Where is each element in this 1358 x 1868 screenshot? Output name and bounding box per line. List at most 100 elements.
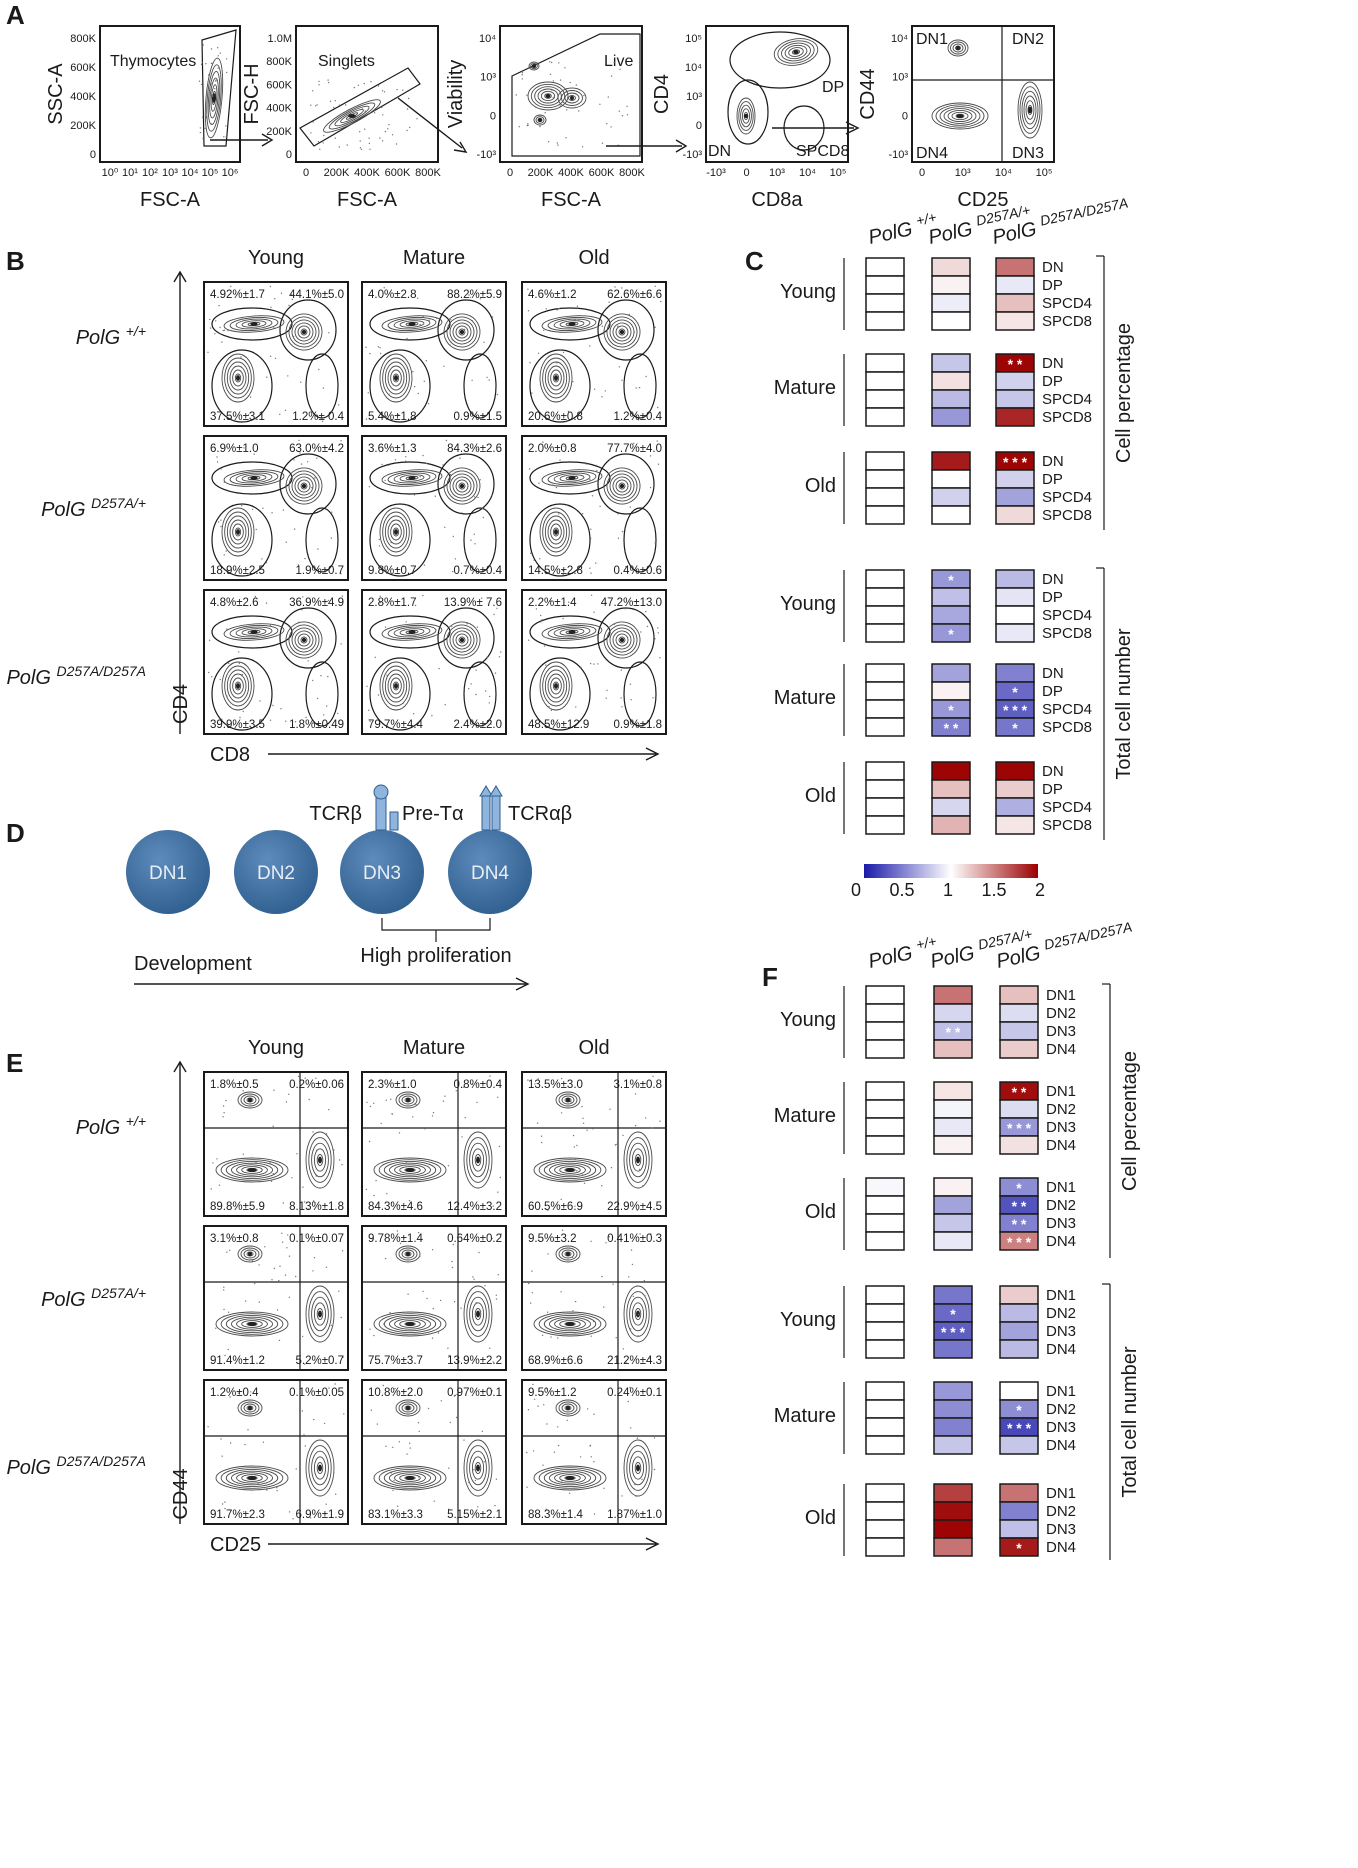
event-dot xyxy=(368,486,371,488)
event-dot xyxy=(649,1357,651,1360)
event-dot xyxy=(269,1162,271,1164)
panel-f-cell-hom xyxy=(999,1003,1039,1023)
event-dot xyxy=(308,1098,310,1101)
event-dot xyxy=(365,418,368,420)
event-dot xyxy=(303,1434,305,1436)
event-dot xyxy=(223,329,226,331)
panel-f-cell-het xyxy=(933,1285,973,1305)
gating-plot-live-ytick: 0 xyxy=(490,110,496,122)
contour-ring xyxy=(225,1314,279,1334)
panel-c-cell-hom xyxy=(995,505,1035,525)
contour-ring xyxy=(316,1153,324,1167)
contour-ring xyxy=(539,661,573,711)
event-dot xyxy=(646,625,649,628)
contour-ring xyxy=(398,1401,418,1415)
contour-ring xyxy=(606,470,638,502)
panel-f-group-label: Young xyxy=(780,1009,836,1031)
event-dot xyxy=(657,406,659,409)
panel-e-stat-tr: 0.97%±0.1 xyxy=(447,1387,502,1399)
panel-c-cell-hom xyxy=(995,569,1035,589)
event-dot xyxy=(551,61,553,64)
event-dot xyxy=(456,1393,458,1396)
event-dot xyxy=(391,1113,393,1115)
gate-dp xyxy=(597,299,655,361)
contour-ring xyxy=(609,319,635,345)
contour-ring xyxy=(561,1403,575,1413)
event-dot xyxy=(428,319,430,321)
event-dot xyxy=(593,1513,596,1515)
contour-ring xyxy=(631,1456,645,1480)
gating-plot-live-xtick: 800K xyxy=(619,167,645,179)
event-dot xyxy=(625,1361,627,1364)
gate-label-singlets: Singlets xyxy=(318,53,375,70)
event-dot xyxy=(416,118,418,120)
panel-b-stat-tl: 6.9%±1.0 xyxy=(210,443,259,455)
event-dot xyxy=(287,375,289,377)
panel-f-cell-hom xyxy=(999,1339,1039,1359)
panel-b-row-genotype-sup: D257A/+ xyxy=(91,495,146,511)
event-dot xyxy=(528,468,531,470)
gating-plot-singlets-xtick: 0 xyxy=(303,167,309,179)
panel-f-row-label: DN3 xyxy=(1046,1521,1076,1538)
event-dot xyxy=(302,1186,304,1188)
panel-f-col-header-sup: +/+ xyxy=(915,933,938,953)
panel-c-cell-wt xyxy=(865,389,905,409)
gate-label-dp: DP xyxy=(822,79,844,96)
event-dot xyxy=(539,558,541,560)
event-dot xyxy=(402,89,404,91)
panel-f-significance: * xyxy=(1016,1180,1022,1196)
gate-spcd4 xyxy=(529,307,611,341)
density-core xyxy=(619,483,625,489)
event-dot xyxy=(359,147,362,149)
event-dot xyxy=(370,1409,372,1411)
event-dot xyxy=(265,561,268,564)
event-dot xyxy=(560,1198,562,1201)
contour-ring xyxy=(210,84,218,112)
event-dot xyxy=(367,392,369,394)
event-dot xyxy=(644,1295,646,1297)
event-dot xyxy=(627,1400,629,1403)
panel-c-cell-wt xyxy=(865,587,905,607)
event-dot xyxy=(321,420,324,422)
event-dot xyxy=(621,379,623,381)
event-dot xyxy=(654,542,656,544)
contour-ring xyxy=(313,1302,327,1326)
gate-spcd8 xyxy=(463,661,497,727)
contour-ring xyxy=(378,1467,442,1489)
event-dot xyxy=(473,1278,475,1281)
event-dot xyxy=(373,1194,375,1197)
event-dot xyxy=(417,392,419,395)
contour-ring xyxy=(947,109,973,123)
event-dot xyxy=(565,421,567,423)
event-dot xyxy=(561,1480,563,1482)
contour-ring xyxy=(288,624,320,656)
density-core xyxy=(619,637,625,643)
event-dot xyxy=(477,1506,479,1508)
density-core xyxy=(318,1464,322,1472)
panel-e-plot-frame xyxy=(361,1071,507,1217)
event-dot xyxy=(379,595,381,597)
event-dot xyxy=(265,602,268,604)
event-dot xyxy=(279,413,281,415)
receptor-cap xyxy=(489,785,503,797)
event-dot xyxy=(282,1202,284,1204)
event-dot xyxy=(293,459,295,461)
contour-ring xyxy=(634,1307,642,1321)
event-dot xyxy=(442,464,444,466)
gating-plot-cd44-cd25-xtick: 10⁵ xyxy=(1036,167,1053,179)
event-dot xyxy=(473,533,475,535)
gate-spcd8 xyxy=(623,661,657,727)
panel-f-side-label: Cell percentage xyxy=(1119,1051,1141,1191)
event-dot xyxy=(369,1105,371,1108)
event-dot xyxy=(387,128,389,130)
contour-ring xyxy=(288,470,320,502)
contour-ring xyxy=(224,511,252,553)
panel-c-row-label: DN xyxy=(1042,453,1064,470)
density-core xyxy=(405,1168,415,1172)
event-dot xyxy=(381,463,383,466)
contour-ring xyxy=(446,470,478,502)
